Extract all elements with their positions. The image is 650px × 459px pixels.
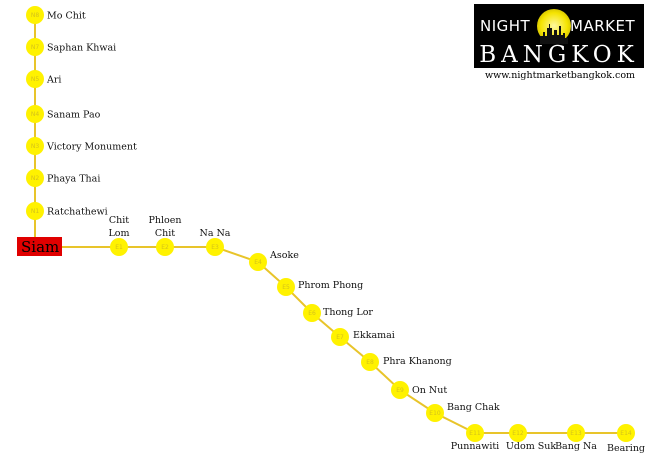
logo-word-bangkok: BANGKOK [479,42,639,68]
station-bang-chak[interactable]: E10 Bang Chak [426,402,500,422]
station-name: Udom Suk [506,441,556,452]
station-dot[interactable] [331,328,349,346]
station-name: Ari [46,75,61,86]
station-code: N3 [31,143,39,150]
station-dot[interactable] [466,424,484,442]
station-name: Asoke [269,250,299,261]
station-code: N1 [31,208,39,215]
station-code: N7 [31,44,39,51]
station-dot[interactable] [303,304,321,322]
station-phra-khanong[interactable]: E8 Phra Khanong [361,353,452,371]
station-code: E8 [366,359,374,366]
night-market-bangkok-logo: NIGHT MARKET BANGKOK [474,4,644,68]
station-code: E3 [211,244,219,251]
station-name: Sanam Pao [47,110,101,121]
station-dot[interactable] [567,424,585,442]
station-dot[interactable] [26,169,44,187]
station-name: Punnawiti [451,441,499,452]
station-name: Phra Khanong [383,356,452,367]
station-code: E14 [620,430,632,437]
station-dot[interactable] [617,424,635,442]
station-code: E7 [336,334,344,341]
station-dot[interactable] [26,137,44,155]
station-code: N8 [31,12,39,19]
station-saphan-khwai[interactable]: N7 Saphan Khwai [26,38,116,56]
station-code: E6 [308,310,316,317]
station-name: Ratchathewi [47,207,108,218]
station-name: Mo Chit [47,11,86,22]
station-name: Thong Lor [323,307,373,318]
station-name: Ekkamai [353,330,395,341]
station-code: N2 [31,175,39,182]
station-code: N4 [31,111,39,118]
station-code: N5 [31,76,39,83]
station-code: E1 [115,244,123,251]
station-phaya-thai[interactable]: N2 Phaya Thai [26,169,100,187]
station-name: Bang Chak [447,402,500,413]
station-code: E13 [570,430,582,437]
station-code: E5 [282,284,290,291]
station-name: Phrom Phong [298,280,363,291]
station-name: Bang Na [555,441,597,452]
station-name: Saphan Khwai [47,43,116,54]
station-name: Phloen [148,215,181,226]
station-ratchathewi[interactable]: N1 Ratchathewi [26,202,108,220]
station-ekkamai[interactable]: E7 Ekkamai [331,328,395,346]
siam-hub-box[interactable] [17,237,62,256]
station-mo-chit[interactable]: N8 Mo Chit [26,6,86,24]
station-name: Chit [155,228,175,239]
station-name: Bearing [607,443,645,454]
station-code: E9 [396,387,404,394]
station-code: E11 [469,430,481,437]
station-code: E10 [429,410,441,417]
station-name: Na Na [200,228,231,239]
logo-word-night: NIGHT [480,17,531,35]
station-dot[interactable] [509,424,527,442]
station-dot[interactable] [391,381,409,399]
station-dot[interactable] [110,238,128,256]
station-on-nut[interactable]: E9 On Nut [391,381,447,399]
station-code: E2 [161,244,169,251]
station-name: Chit [109,215,129,226]
station-dot[interactable] [426,404,444,422]
logo-word-market: MARKET [570,17,636,35]
station-dot[interactable] [26,70,44,88]
siam-hub-label: Siam [21,238,59,256]
station-dot[interactable] [26,105,44,123]
station-dot[interactable] [277,278,295,296]
station-name: Victory Monument [46,142,137,153]
station-dot[interactable] [361,353,379,371]
station-asoke[interactable]: E4 Asoke [249,250,299,271]
skyline-icon [540,24,568,44]
station-ari[interactable]: N5 Ari [26,70,61,88]
station-sanam-pao[interactable]: N4 Sanam Pao [26,105,101,123]
station-code: E4 [254,259,262,266]
station-dot[interactable] [26,6,44,24]
station-dot[interactable] [26,38,44,56]
station-dot[interactable] [26,202,44,220]
station-thong-lor[interactable]: E6 Thong Lor [303,304,373,322]
station-name: Lom [108,228,129,239]
station-dot[interactable] [156,238,174,256]
station-phrom-phong[interactable]: E5 Phrom Phong [277,278,363,296]
station-dot[interactable] [206,238,224,256]
website-url[interactable]: www.nightmarketbangkok.com [484,70,636,81]
station-na-na[interactable]: E3 Na Na [200,228,231,256]
station-dot[interactable] [249,253,267,271]
station-victory-monument[interactable]: N3 Victory Monument [26,137,137,155]
station-name: On Nut [412,385,447,396]
station-code: E12 [512,430,524,437]
station-name: Phaya Thai [47,174,100,185]
